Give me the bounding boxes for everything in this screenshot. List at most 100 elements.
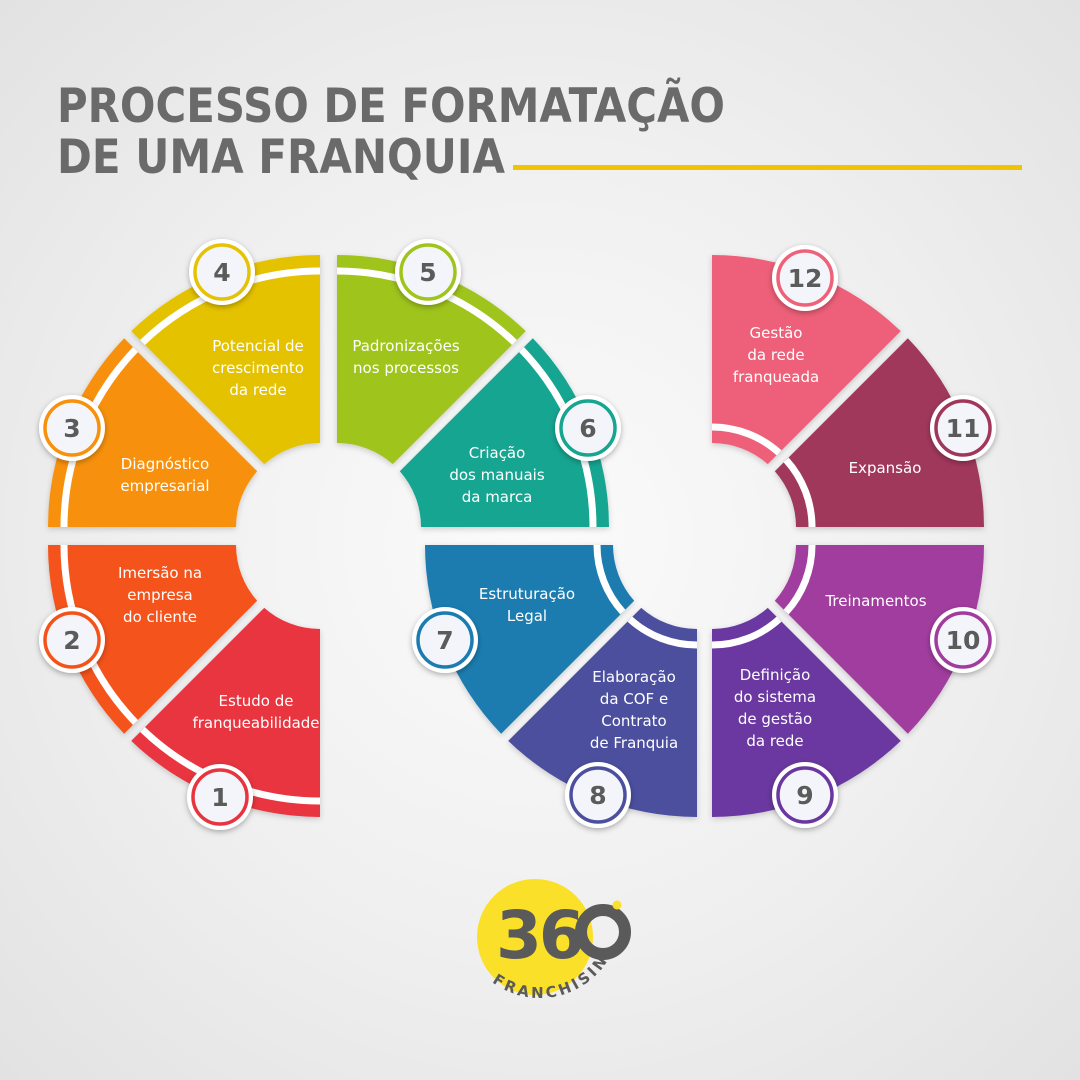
step-9: Definição do sistema de gestão da rede: [711, 607, 901, 817]
step-10: Treinamentos: [774, 544, 984, 734]
badge-ring: [559, 399, 617, 457]
segment-stripe: [783, 544, 816, 615]
step-segment: [48, 338, 258, 527]
badge-ring: [399, 243, 457, 301]
step-segment: [774, 338, 984, 527]
logo-number: 36: [496, 897, 582, 974]
badge-ring: [934, 611, 992, 669]
step-number-badge: 1: [187, 764, 253, 830]
badge-ring: [191, 768, 249, 826]
step-label-line: Criação: [469, 444, 526, 462]
step-number: 8: [589, 781, 606, 810]
badge-ring: [934, 399, 992, 457]
step-label-line: empresa: [127, 586, 192, 604]
step-number-badge: 4: [189, 239, 255, 305]
step-segment: [425, 545, 635, 734]
segment-stripe: [711, 423, 782, 456]
step-segment: [48, 545, 258, 734]
step-label-line: Treinamentos: [824, 592, 926, 610]
badge-ring: [416, 611, 474, 669]
step-label: Potencial de crescimento da rede: [212, 337, 304, 399]
step-label-line: Legal: [507, 607, 547, 625]
step-number: 4: [213, 258, 230, 287]
step-label-line: de gestão: [738, 710, 812, 728]
process-steps: Estudo de franqueabilidade Imersão na empre…: [39, 239, 996, 830]
step-label: Criação dos manuais da marca: [449, 444, 544, 506]
step-label-line: Imersão na: [118, 564, 202, 582]
step-label-line: da rede: [747, 346, 804, 364]
step-number: 6: [579, 414, 596, 443]
step-number-badge: 8: [565, 762, 631, 828]
step-label-line: de Franquia: [590, 734, 678, 752]
step-label-line: da rede: [229, 381, 286, 399]
step-segment: [131, 255, 320, 465]
step-label: Treinamentos: [824, 592, 926, 610]
step-number: 1: [211, 783, 228, 812]
step-number: 10: [946, 626, 981, 655]
step-number-badge: 5: [395, 239, 461, 305]
step-4: Potencial de crescimento da rede: [131, 255, 321, 465]
step-label-line: Diagnóstico: [121, 455, 209, 473]
step-label-line: dos manuais: [449, 466, 544, 484]
step-number: 5: [419, 258, 436, 287]
step-label-line: Potencial de: [212, 337, 304, 355]
step-label-line: do sistema: [734, 688, 816, 706]
step-number-badge: 9: [772, 762, 838, 828]
logo-yellow-circle: [477, 879, 593, 995]
step-label-line: da rede: [746, 732, 803, 750]
step-12: Gestão da rede franqueada: [711, 255, 901, 465]
segment-stripe: [627, 616, 698, 649]
step-label-line: franqueabilidade: [192, 714, 319, 732]
step-number: 3: [63, 414, 80, 443]
step-label-line: Definição: [740, 666, 811, 684]
step-label-line: crescimento: [212, 359, 304, 377]
step-label-line: do cliente: [123, 608, 197, 626]
step-number-badge: 12: [772, 245, 838, 311]
badge-ring: [193, 243, 251, 301]
step-segment: [712, 255, 901, 465]
step-segment: [774, 545, 984, 734]
step-label-line: da marca: [462, 488, 533, 506]
step-label-line: Expansão: [849, 459, 922, 477]
step-label-line: Estruturação: [479, 585, 575, 603]
step-label-line: Contrato: [601, 712, 666, 730]
step-number: 2: [63, 626, 80, 655]
step-number-badge: 7: [412, 607, 478, 673]
step-label-line: da COF e: [600, 690, 668, 708]
step-number-badge: 2: [39, 607, 105, 673]
title-line-1: PROCESSO DE FORMATAÇÃO: [57, 78, 725, 134]
logo-zero-ring: [575, 904, 631, 960]
badge-ring: [43, 399, 101, 457]
step-number: 12: [788, 264, 823, 293]
step-number: 9: [796, 781, 813, 810]
badge-ring: [776, 766, 834, 824]
step-number: 11: [946, 414, 981, 443]
step-label-line: Estudo de: [219, 692, 294, 710]
step-1: Estudo de franqueabilidade: [131, 607, 321, 817]
step-label: Gestão da rede franqueada: [733, 324, 819, 386]
step-label-line: franqueada: [733, 368, 819, 386]
step-label-line: nos processos: [353, 359, 459, 377]
step-number-badge: 6: [555, 395, 621, 461]
badge-ring: [569, 766, 627, 824]
step-segment: [508, 607, 697, 817]
step-label-line: empresarial: [120, 477, 209, 495]
badge-ring: [776, 249, 834, 307]
step-label: Expansão: [849, 459, 922, 477]
step-number-badge: 3: [39, 395, 105, 461]
step-segment: [399, 338, 609, 527]
title-line-2: DE UMA FRANQUIA: [57, 130, 506, 185]
segment-stripe: [711, 616, 782, 649]
step-2: Imersão na empresa do cliente: [48, 544, 258, 734]
step-segment: [712, 607, 901, 817]
step-label-line: Gestão: [750, 324, 803, 342]
logo-dot: [612, 900, 622, 910]
